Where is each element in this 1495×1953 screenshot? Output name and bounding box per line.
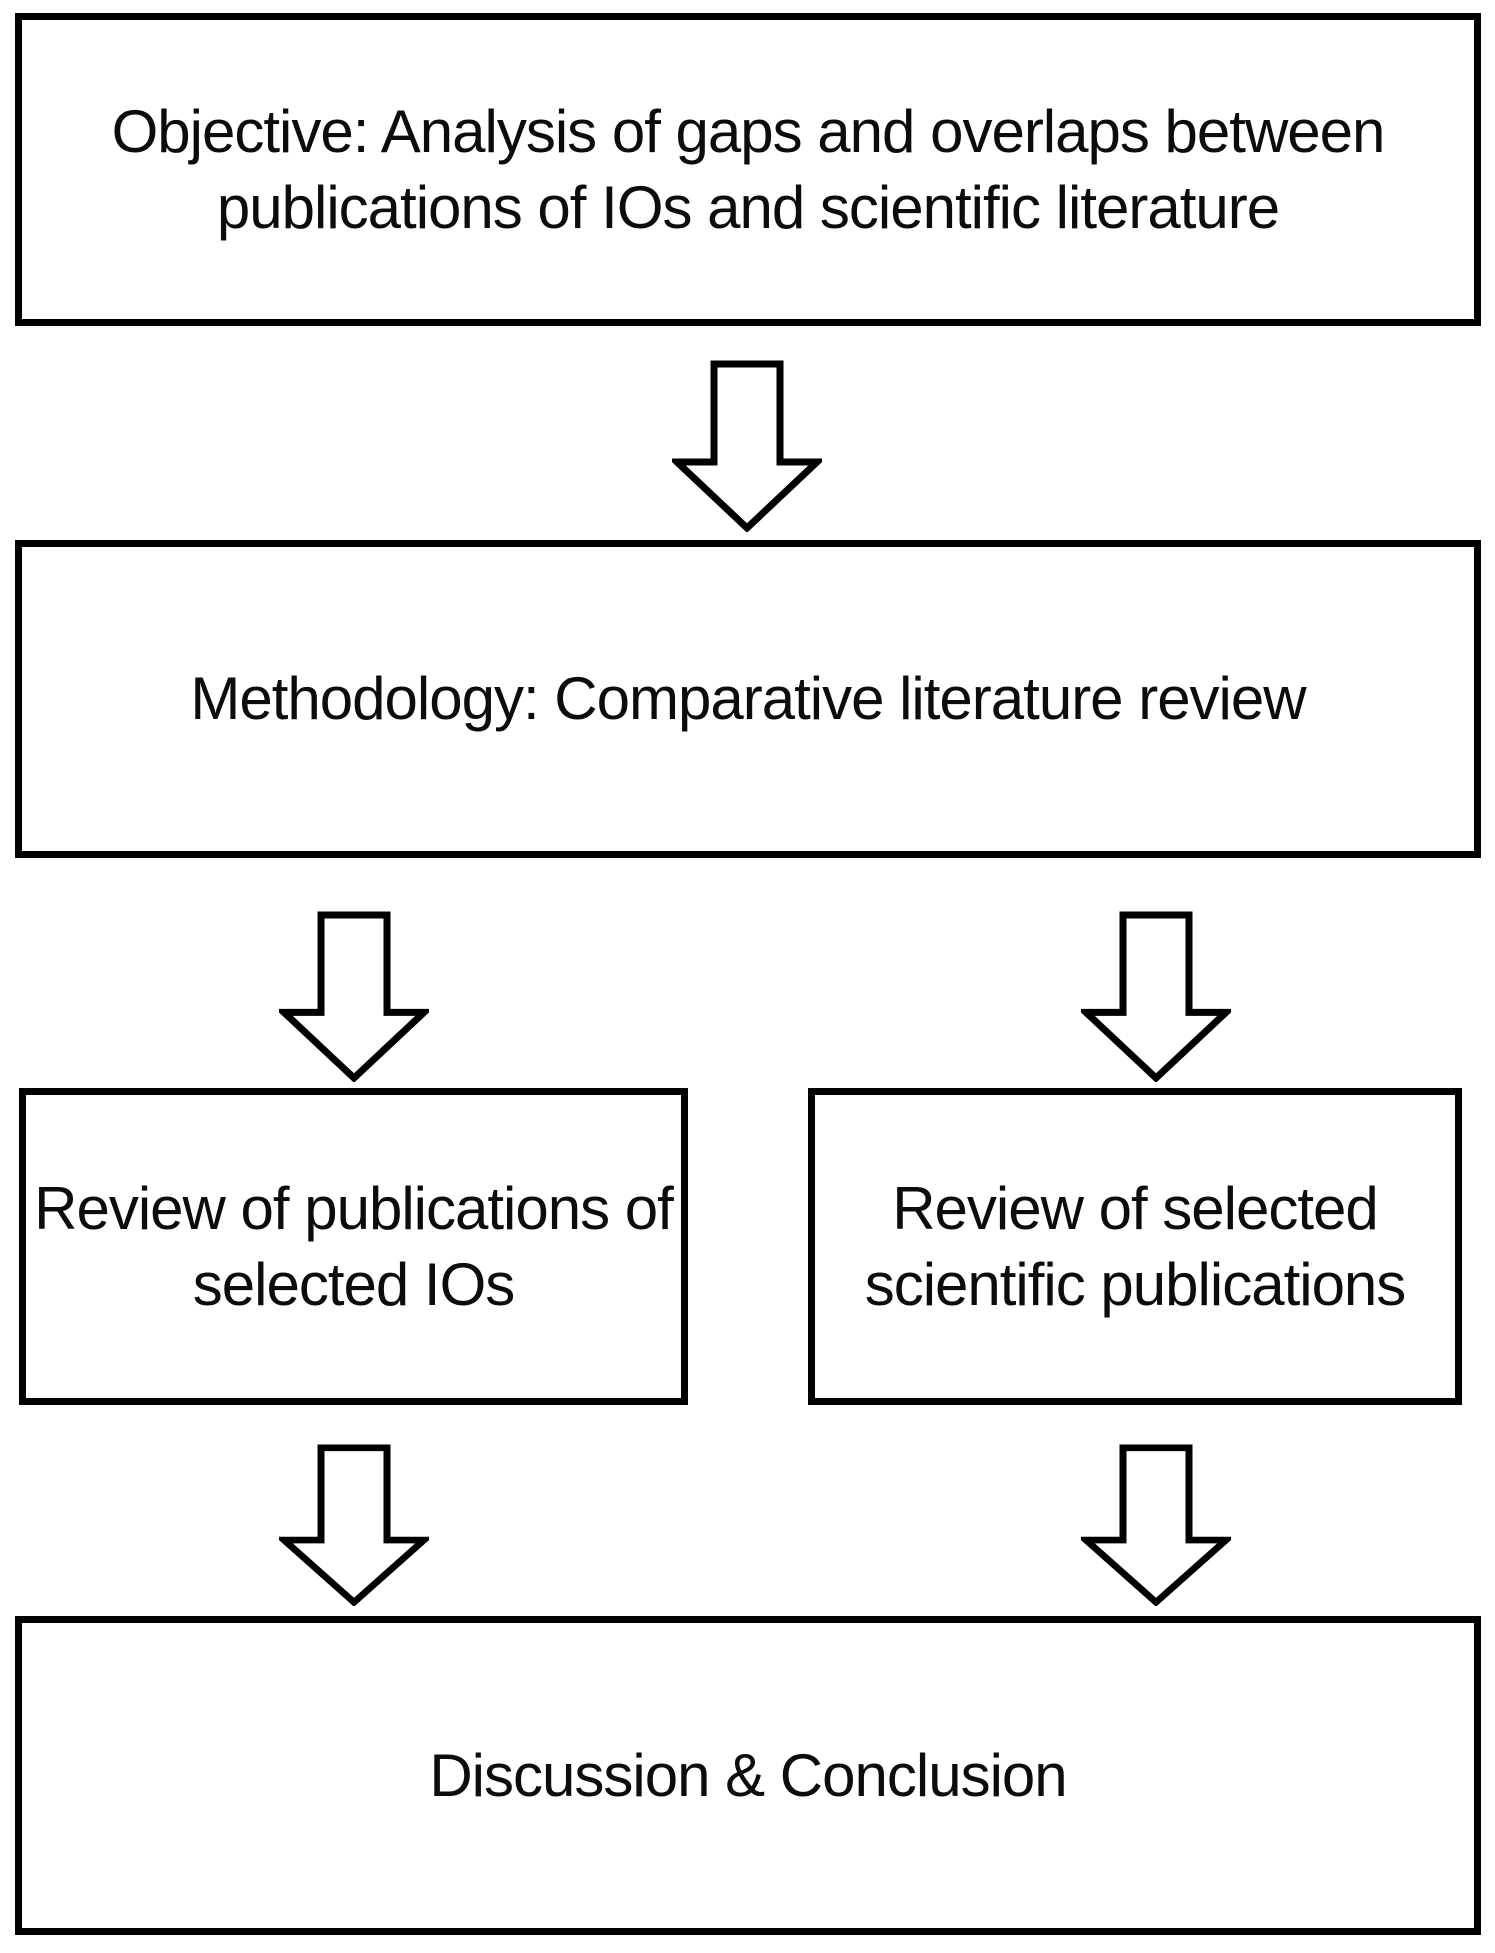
node-objective: Objective: Analysis of gaps and overlaps… bbox=[15, 13, 1481, 326]
down-arrow-icon bbox=[1081, 1444, 1231, 1606]
node-discussion-conclusion: Discussion & Conclusion bbox=[15, 1616, 1481, 1935]
node-discussion-conclusion-label: Discussion & Conclusion bbox=[429, 1741, 1067, 1809]
node-methodology-label: Methodology: Comparative literature revi… bbox=[190, 665, 1306, 732]
node-review-publications-ios-label: Review of publications of selected IOs bbox=[34, 1174, 674, 1318]
node-methodology: Methodology: Comparative literature revi… bbox=[15, 540, 1481, 858]
down-arrow-icon bbox=[279, 1444, 429, 1606]
down-arrow-icon bbox=[1081, 911, 1231, 1082]
node-review-scientific-publications: Review of selected scientific publicatio… bbox=[808, 1088, 1462, 1405]
node-objective-label: Objective: Analysis of gaps and overlaps… bbox=[111, 97, 1386, 241]
node-review-scientific-publications-label: Review of selected scientific publicatio… bbox=[864, 1174, 1407, 1318]
down-arrow-icon bbox=[672, 360, 822, 532]
node-review-publications-ios: Review of publications of selected IOs bbox=[19, 1088, 688, 1405]
down-arrow-icon bbox=[279, 911, 429, 1082]
